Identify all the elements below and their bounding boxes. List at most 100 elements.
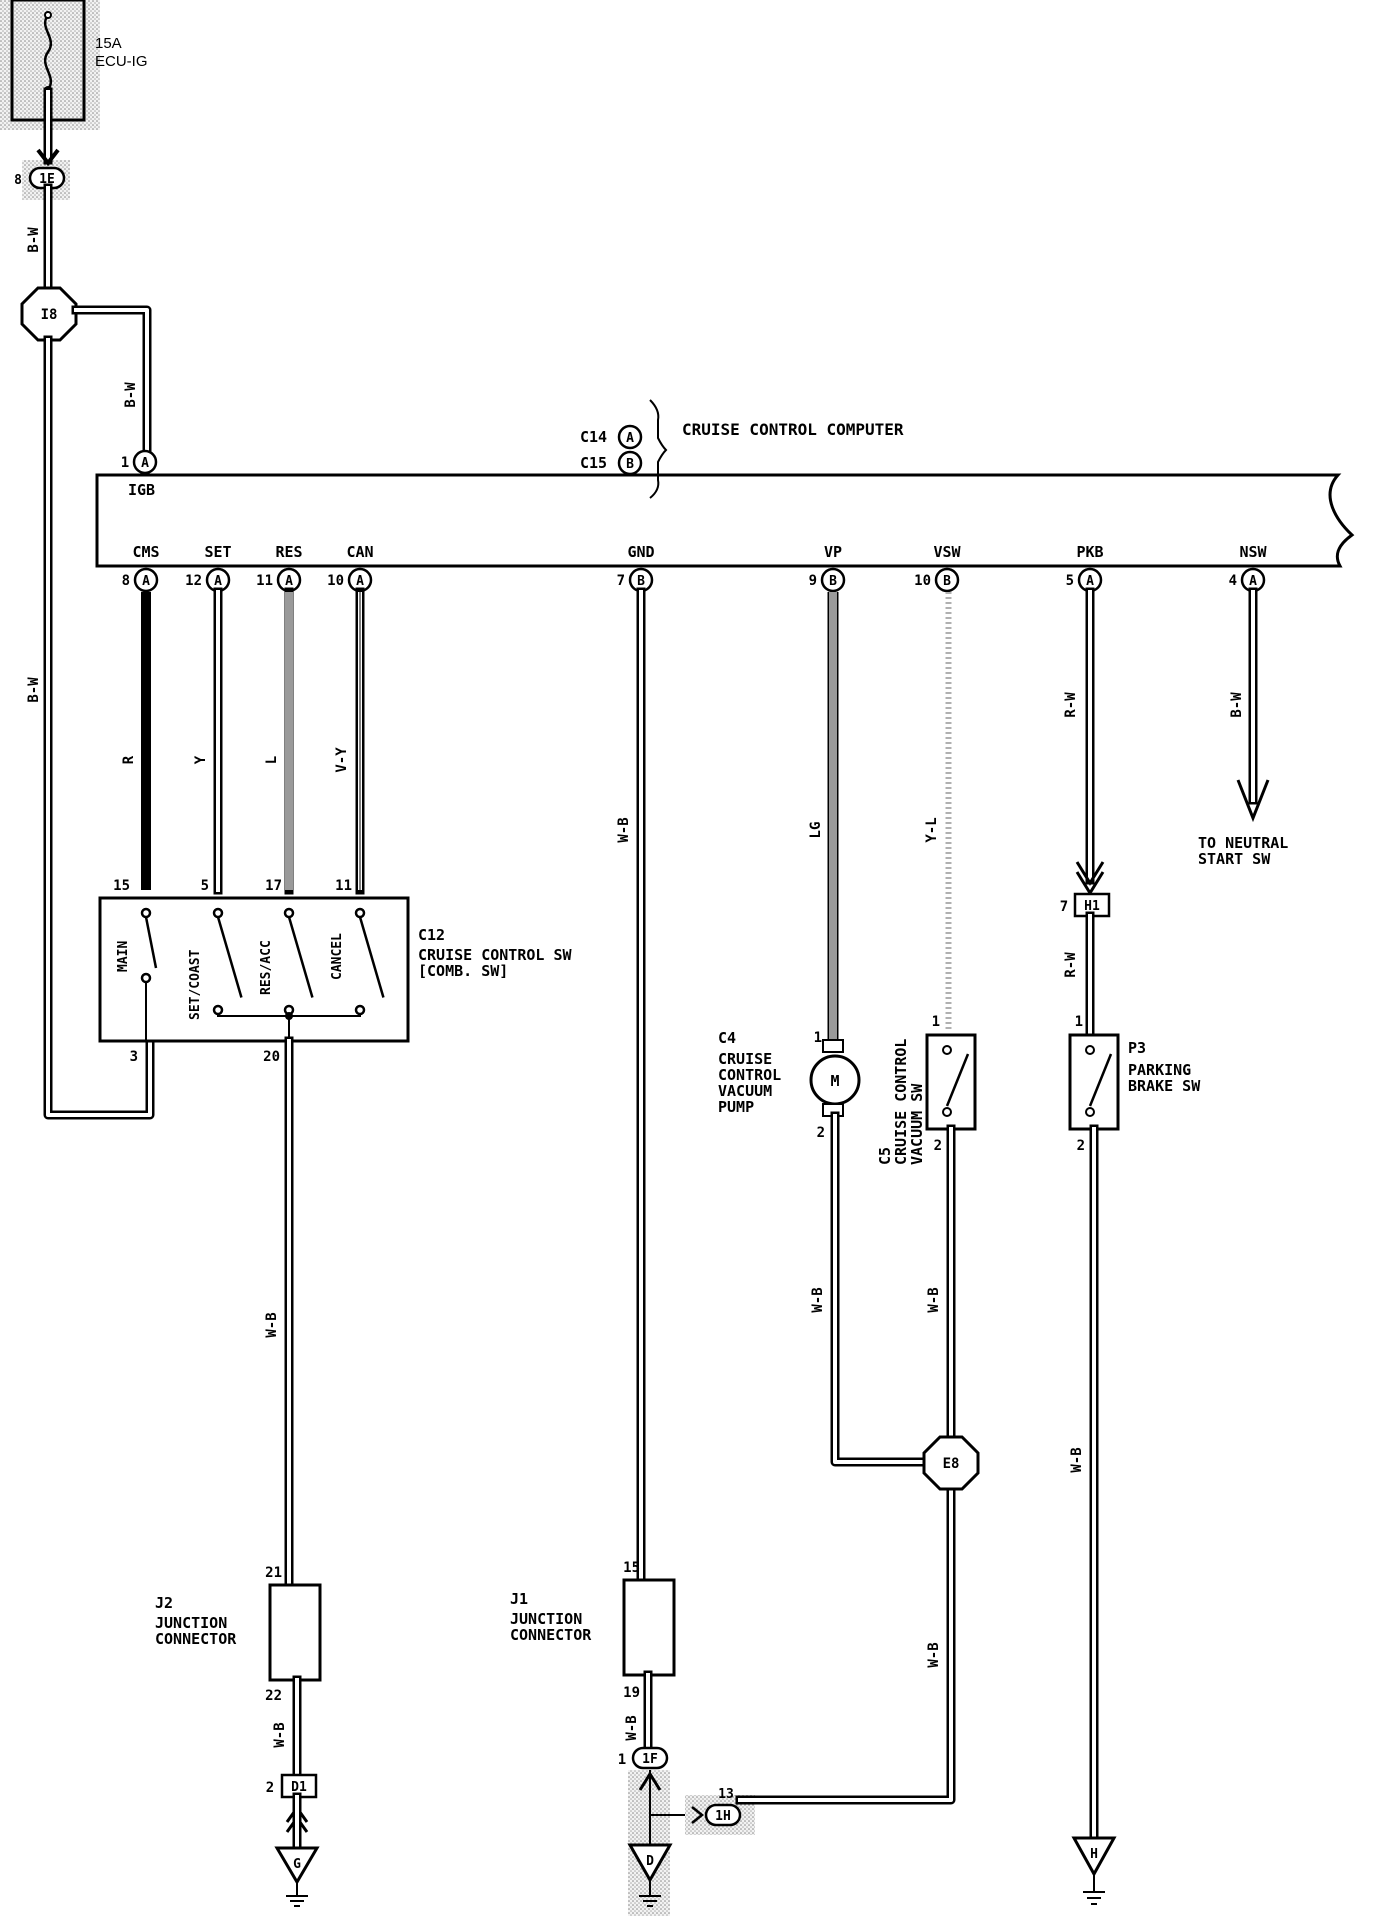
wire-label-wb-p3: W-B [1069, 1447, 1085, 1472]
wire-label-lg: LG [808, 822, 824, 839]
pin-label: VSW [933, 543, 961, 561]
connector-1f: 1F 1 [618, 1746, 669, 1770]
p3-code: P3 [1128, 1039, 1146, 1057]
wire-label-bw-top: B-W [123, 382, 139, 408]
pin-number: 5 [1066, 573, 1074, 589]
cruise-computer-title: CRUISE CONTROL COMPUTER [682, 420, 904, 439]
c12-code: C12 [418, 926, 445, 944]
connector-1e: 1E 8 [14, 166, 66, 190]
svg-text:22: 22 [265, 1688, 282, 1704]
splice-e8: E8 [922, 1435, 980, 1491]
cruise-computer-c14: C14 [580, 428, 607, 446]
wire-label-wb-c12: W-B [264, 1312, 280, 1337]
svg-text:A: A [626, 431, 634, 446]
svg-text:2: 2 [934, 1138, 942, 1154]
wire-label-y: Y [193, 755, 209, 764]
wire-label-wb-c4: W-B [810, 1287, 826, 1312]
connector-h1: H1 7 [1060, 892, 1111, 918]
wire-label-rw-1: R-W [1063, 692, 1079, 718]
computer-pins: CMSA8SETA12RESA11CANA10GNDB7VPB9VSWB10PK… [122, 543, 1268, 593]
wire-label-wb-j1: W-B [624, 1715, 640, 1740]
svg-text:1E: 1E [39, 172, 55, 187]
svg-text:D: D [646, 1854, 654, 1869]
svg-text:2: 2 [1077, 1138, 1085, 1154]
svg-text:A: A [141, 456, 149, 471]
svg-text:20: 20 [263, 1049, 280, 1065]
svg-text:VACUUM: VACUUM [718, 1082, 772, 1100]
c12-sublabel: [COMB. SW] [418, 962, 508, 980]
svg-text:17: 17 [265, 878, 282, 894]
svg-text:1H: 1H [715, 1809, 731, 1824]
wire-label-bw-nsw: B-W [1229, 692, 1245, 718]
pin-connector: B [829, 574, 837, 589]
pin-number: 4 [1229, 573, 1237, 589]
connector-1h: 1H 13 [704, 1787, 742, 1827]
cruise-control-computer: C14 A C15 B CRUISE CONTROL COMPUTER A 1 … [95, 399, 1355, 568]
c5-label-2: VACUUM SW [908, 1083, 926, 1165]
svg-text:1: 1 [618, 1752, 626, 1768]
pin-connector: B [637, 574, 645, 589]
wire-label-bw-fuse: B-W [26, 227, 42, 253]
pin-label: GND [627, 543, 654, 561]
wire-label-vy: V-Y [334, 747, 350, 773]
svg-text:1: 1 [814, 1030, 822, 1046]
j1-label-2: CONNECTOR [510, 1626, 592, 1644]
junction-connector-j1: 15 19 J1 JUNCTION CONNECTOR [510, 1560, 676, 1701]
cruise-control-vacuum-switch-c5: 1 2 CRUISE CONTROL VACUUM SW C5 [876, 1014, 977, 1165]
pin-connector: A [142, 574, 150, 589]
pin-number: 11 [256, 573, 273, 589]
svg-text:19: 19 [623, 1685, 640, 1701]
switch-res-acc-label: RES/ACC [259, 940, 274, 995]
c12-label: CRUISE CONTROL SW [418, 946, 572, 964]
splice-i8: I8 [20, 286, 78, 342]
cruise-computer-c15: C15 [580, 454, 607, 472]
svg-text:H1: H1 [1084, 899, 1100, 914]
svg-text:H: H [1090, 1847, 1098, 1862]
arrow-icon [36, 148, 60, 167]
pin-label: CMS [132, 543, 159, 561]
svg-text:15: 15 [113, 878, 130, 894]
arrow-down-icon [1236, 779, 1270, 823]
pin-vp: VP B9 [809, 543, 846, 593]
wire-label-wb-gnd: W-B [616, 817, 632, 842]
j1-label-1: JUNCTION [510, 1610, 582, 1628]
j1-code: J1 [510, 1590, 528, 1608]
arrow-icon [1075, 861, 1105, 886]
wire-label-r: R [121, 755, 137, 764]
junction-connector-j2: 21 22 J2 JUNCTION CONNECTOR [155, 1565, 322, 1704]
svg-text:3: 3 [130, 1049, 138, 1065]
cruise-control-switch-c12: 15 5 17 11 MAIN SET/COAST RES/ACC CANCEL… [98, 878, 572, 1065]
pin-number: 8 [122, 573, 130, 589]
pin-label: VP [824, 543, 842, 561]
pin-connector: A [285, 574, 293, 589]
wire-label-yl: Y-L [924, 817, 940, 842]
wire-label-wb-c5-low: W-B [926, 1642, 942, 1667]
svg-text:15: 15 [623, 1560, 640, 1576]
connector-d1: D1 2 [266, 1773, 318, 1799]
pin-label-igb: IGB [128, 481, 155, 499]
wire-label-bw-left: B-W [26, 677, 42, 703]
motor-icon: M [830, 1072, 839, 1090]
svg-text:B: B [626, 457, 634, 472]
pin-connector: A [214, 574, 222, 589]
neutral-label-2: START SW [1198, 850, 1271, 868]
pin-number: 9 [809, 573, 817, 589]
pin-number: 10 [914, 573, 931, 589]
svg-text:CONTROL: CONTROL [718, 1066, 781, 1084]
fuse-name: ECU-IG [95, 53, 148, 70]
svg-text:I8: I8 [41, 307, 58, 323]
svg-text:5: 5 [201, 878, 209, 894]
pin-number: 12 [185, 573, 202, 589]
p3-label-2: BRAKE SW [1128, 1077, 1201, 1095]
svg-text:2: 2 [266, 1780, 274, 1796]
svg-text:PUMP: PUMP [718, 1098, 754, 1116]
pin-label: PKB [1076, 543, 1103, 561]
fuse-ecu-ig: 15A ECU-IG [0, 0, 148, 130]
svg-text:1: 1 [1075, 1014, 1083, 1030]
